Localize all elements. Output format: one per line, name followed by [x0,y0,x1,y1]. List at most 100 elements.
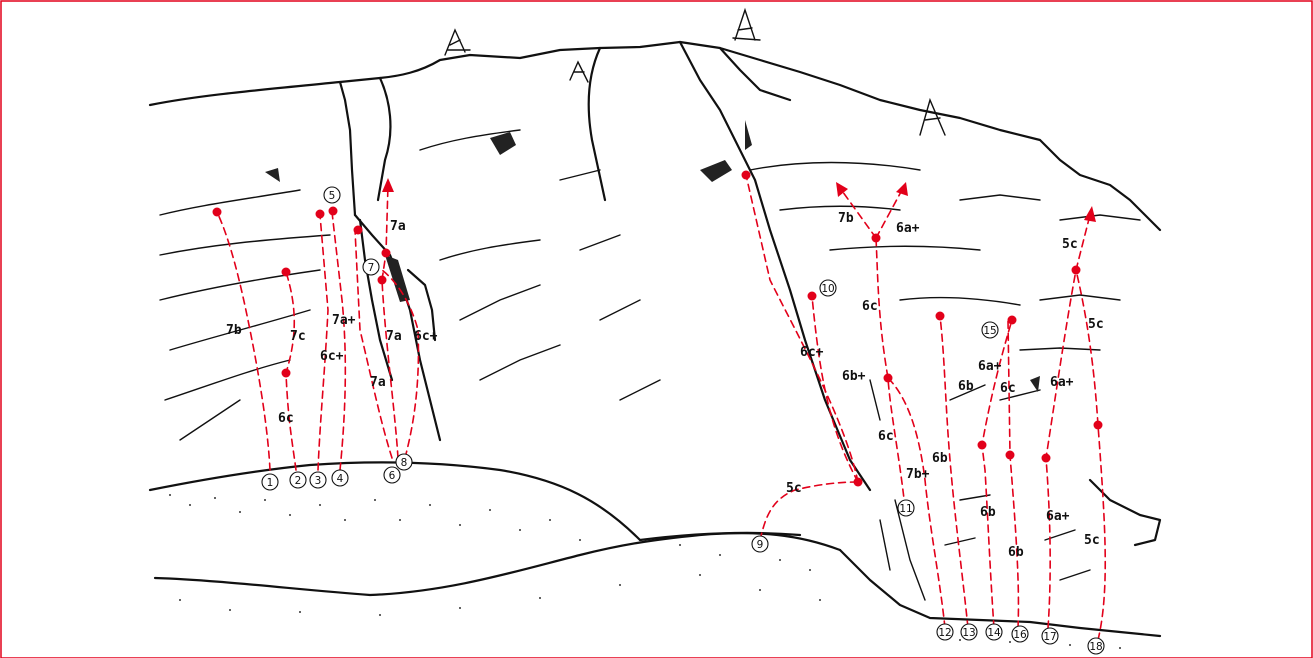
grade-label: 6b [932,451,948,466]
arrow-7a [382,178,394,192]
grade-label: 6c+ [320,349,344,364]
grade-label: 6a+ [1046,509,1070,524]
route-9-line [760,482,858,540]
grade-label: 6b [980,505,996,520]
route-number-9: 9 [752,536,768,552]
anchor [936,312,945,321]
grade-label: 7a [370,375,386,390]
route-number-7: 7 [363,259,379,275]
route-number-14: 14 [986,624,1002,640]
route-number-4: 4 [332,470,348,486]
svg-text:17: 17 [1043,631,1056,643]
anchor [378,276,387,285]
grade-label: 7b [838,211,854,226]
anchor [213,208,222,217]
route-lines [217,175,1105,640]
grade-label: 6c [878,429,894,444]
grade-labels: 7b 7c 6c 6c+ 7a+ 7a 7a 7a 6c+ 5c 6c+ 6b+… [226,211,1104,560]
grade-label: 5c [786,481,802,496]
route-number-6: 6 [384,467,400,483]
svg-text:8: 8 [401,457,408,469]
route-number-5: 5 [324,187,340,203]
anchor [282,268,291,277]
route-11-line [876,238,905,508]
grade-label: 6a+ [978,359,1002,374]
route-number-11: 11 [898,500,914,516]
anchor [1094,421,1103,430]
svg-text:10: 10 [821,283,834,295]
grade-label: 5c [1084,533,1100,548]
anchor [1006,451,1015,460]
anchor [1008,316,1017,325]
route-12-line [888,378,945,628]
route-number-2: 2 [290,472,306,488]
svg-text:13: 13 [962,627,975,639]
svg-text:6: 6 [389,470,396,482]
route-number-3: 3 [310,472,326,488]
svg-text:3: 3 [315,475,322,487]
grade-label: 7a+ [332,313,356,328]
anchor [329,207,338,216]
arrow-6a-plus [896,182,908,196]
route-17-top [1076,215,1090,270]
svg-text:7: 7 [368,262,375,274]
grade-label: 7c [290,329,306,344]
arrow-5c [1084,206,1096,222]
grade-label: 6c [278,411,294,426]
anchor [742,171,751,180]
svg-text:14: 14 [987,627,1001,639]
route-13-line [940,316,968,628]
route-number-17: 17 [1042,628,1058,644]
route-4-line [332,212,345,470]
anchor [316,210,325,219]
route-arrows [382,178,1096,222]
grade-label: 6c [862,299,878,314]
svg-text:18: 18 [1089,641,1102,653]
svg-text:1: 1 [267,477,274,489]
grade-label: 6a+ [1050,375,1074,390]
arrow-7b [836,182,848,197]
anchor [354,226,363,235]
svg-text:5: 5 [329,190,336,202]
anchor [808,292,817,301]
anchor [854,478,863,487]
anchor [1042,454,1051,463]
route-16-line [1008,320,1018,628]
route-number-16: 16 [1012,626,1028,642]
grade-label: 6c+ [414,329,438,344]
grade-label: 7b+ [906,467,930,482]
route-number-15: 15 [982,322,998,338]
svg-text:9: 9 [757,539,764,551]
route-number-1: 1 [262,474,278,490]
grade-label: 6c [1000,381,1016,396]
anchor [282,369,291,378]
route-17-line [1046,270,1076,628]
anchor [884,374,893,383]
svg-text:15: 15 [983,325,996,337]
grade-label: 7a [386,329,402,344]
grade-label: 6c+ [800,345,824,360]
anchor [978,441,987,450]
svg-text:2: 2 [295,475,302,487]
svg-text:4: 4 [337,473,344,485]
anchor [1072,266,1081,275]
route-number-18: 18 [1088,638,1104,654]
grade-label: 7a [390,219,406,234]
svg-text:11: 11 [899,503,912,515]
grade-label: 6b+ [842,369,866,384]
grade-label: 7b [226,323,242,338]
route-number-13: 13 [961,624,977,640]
route-3-line [318,215,328,470]
anchor [872,234,881,243]
route-1-line [217,212,270,470]
scree [169,494,1121,649]
route-number-8: 8 [396,454,412,470]
svg-text:16: 16 [1013,629,1027,641]
grade-label: 6a+ [896,221,920,236]
anchor-points [213,171,1103,487]
grade-label: 5c [1062,237,1078,252]
route-number-12: 12 [937,624,953,640]
route-7b-line [382,185,388,280]
